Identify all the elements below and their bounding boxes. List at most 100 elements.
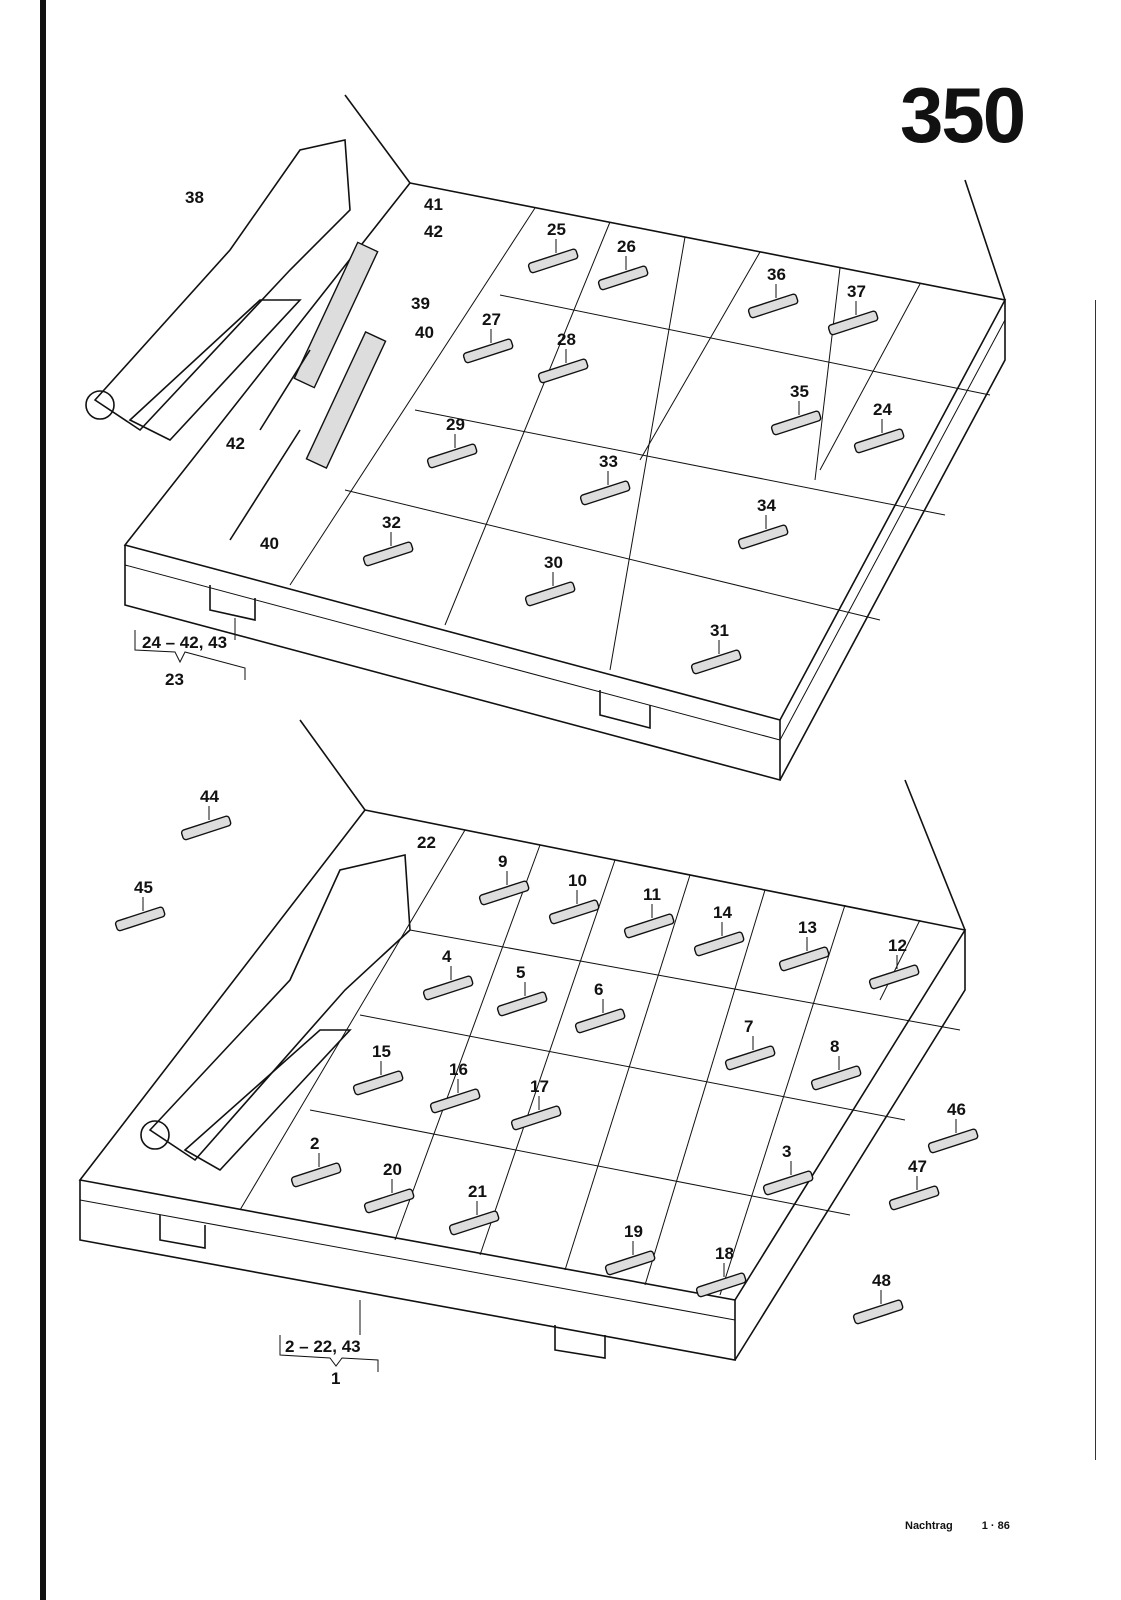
crimp-tool-insert: [229, 241, 387, 541]
top-callout-40: 40: [415, 323, 434, 342]
terminal-part: [537, 358, 589, 384]
top-callout-36: 36: [767, 265, 786, 284]
top-callout-39: 39: [411, 294, 430, 313]
top-callout-41: 41: [424, 195, 443, 214]
top-tray: [123, 94, 1007, 782]
terminal-part: [574, 1008, 626, 1034]
terminal-part: [690, 649, 742, 675]
terminal-part: [429, 1088, 481, 1114]
terminal-part: [693, 931, 745, 957]
page-margin-bar: [40, 0, 46, 1600]
terminal-part: [462, 338, 514, 364]
terminal-part: [510, 1105, 562, 1131]
top-callout-40: 40: [260, 534, 279, 553]
bottom-callout-21: 21: [468, 1182, 487, 1201]
bottom-callout-2: 2: [310, 1134, 319, 1153]
bottom-callout-17: 17: [530, 1077, 549, 1096]
bottom-callout-12: 12: [888, 936, 907, 955]
top-callout-33: 33: [599, 452, 618, 471]
bottom-callout-9: 9: [498, 852, 507, 871]
bottom-callout-45: 45: [134, 878, 153, 897]
bottom-callout-5: 5: [516, 963, 525, 982]
terminal-part: [888, 1185, 940, 1211]
bottom-callout-22: 22: [417, 833, 436, 852]
terminal-part: [868, 964, 920, 990]
terminal-part: [927, 1128, 979, 1154]
bottom-callout-15: 15: [372, 1042, 391, 1061]
terminal-part: [362, 541, 414, 567]
top-callout-29: 29: [446, 415, 465, 434]
bottom-callout-18: 18: [715, 1244, 734, 1263]
bottom-range-label: 2 – 22, 43: [285, 1337, 361, 1356]
terminal-part: [114, 906, 166, 932]
bottom-tray-dividers: [239, 829, 961, 1296]
terminal-part: [853, 428, 905, 454]
crimping-pliers-top: [85, 139, 351, 441]
terminal-part: [527, 248, 579, 274]
terminal-part: [724, 1045, 776, 1071]
bottom-callout-44: 44: [200, 787, 219, 806]
terminal-part: [695, 1272, 747, 1298]
bottom-callout-13: 13: [798, 918, 817, 937]
terminal-part: [478, 880, 530, 906]
terminal-part: [778, 946, 830, 972]
top-callout-32: 32: [382, 513, 401, 532]
terminal-part: [747, 293, 799, 319]
terminal-part: [363, 1188, 415, 1214]
top-callout-42: 42: [424, 222, 443, 241]
top-assembly-bracket: 24 – 42, 43 23: [134, 618, 246, 689]
terminal-part: [852, 1299, 904, 1325]
bottom-assembly-label: 1: [331, 1369, 340, 1388]
bottom-callout-16: 16: [449, 1060, 468, 1079]
terminal-part: [496, 991, 548, 1017]
bottom-callout-3: 3: [782, 1142, 791, 1161]
crimping-pliers-bottom: [140, 854, 411, 1172]
terminal-part: [597, 265, 649, 291]
top-callout-28: 28: [557, 330, 576, 349]
terminal-part: [352, 1070, 404, 1096]
top-callout-37: 37: [847, 282, 866, 301]
terminal-part: [737, 524, 789, 550]
terminal-part: [762, 1170, 814, 1196]
top-callout-26: 26: [617, 237, 636, 256]
top-callout-34: 34: [757, 496, 776, 515]
footer-date: 1 · 86: [981, 1520, 1010, 1532]
top-callout-24: 24: [873, 400, 892, 419]
page-number: 350: [900, 71, 1026, 159]
bottom-callout-7: 7: [744, 1017, 753, 1036]
terminal-part: [548, 899, 600, 925]
top-callout-25: 25: [547, 220, 566, 239]
bottom-callout-14: 14: [713, 903, 732, 922]
top-callout-31: 31: [710, 621, 729, 640]
terminal-part: [422, 975, 474, 1001]
terminal-part: [770, 410, 822, 436]
terminal-part: [290, 1162, 342, 1188]
top-callout-35: 35: [790, 382, 809, 401]
page-edge-line: [1095, 300, 1096, 1460]
bottom-tray: [78, 719, 967, 1361]
bottom-callout-46: 46: [947, 1100, 966, 1119]
footer-note: Nachtrag: [905, 1520, 953, 1532]
terminal-part: [579, 480, 631, 506]
top-range-label: 24 – 42, 43: [142, 633, 227, 652]
terminal-part: [623, 913, 675, 939]
terminal-part: [810, 1065, 862, 1091]
bottom-callout-6: 6: [594, 980, 603, 999]
footer: Nachtrag 1 · 86: [905, 1520, 1036, 1532]
top-tray-dividers: [289, 207, 991, 671]
terminal-part: [827, 310, 879, 336]
terminal-part: [426, 443, 478, 469]
top-callout-27: 27: [482, 310, 501, 329]
top-callout-30: 30: [544, 553, 563, 572]
top-callout-38: 38: [185, 188, 204, 207]
top-tray-callouts: 38 41 42 25 26 36 37 39 40 27 28 35 24 29 42 33 34 32 40 30…: [185, 188, 905, 675]
bottom-callout-20: 20: [383, 1160, 402, 1179]
bottom-callout-19: 19: [624, 1222, 643, 1241]
top-callout-42: 42: [226, 434, 245, 453]
bottom-callout-8: 8: [830, 1037, 839, 1056]
terminal-part: [448, 1210, 500, 1236]
terminal-part: [180, 815, 232, 841]
bottom-callout-10: 10: [568, 871, 587, 890]
